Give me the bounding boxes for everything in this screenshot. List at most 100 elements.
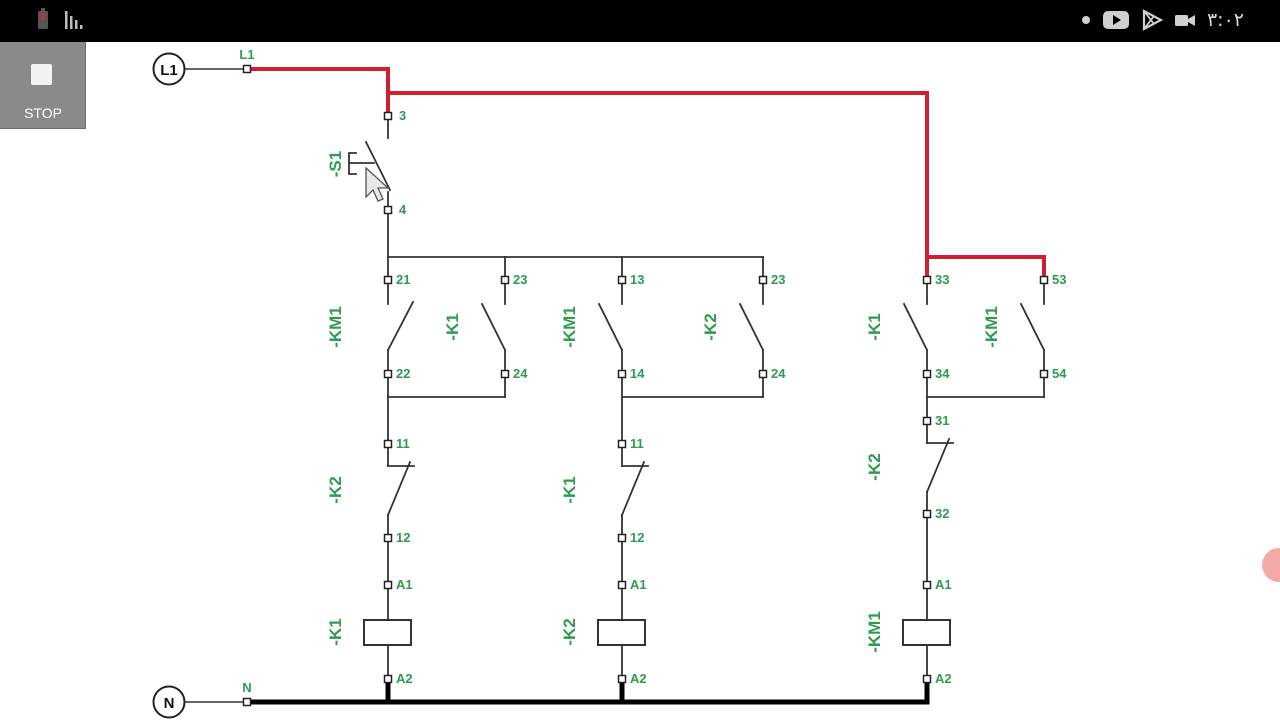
b1-k2-top-label: 11 [396, 436, 410, 451]
b1-k2-device-label: -K2 [326, 476, 345, 503]
status-time: ۳:۰۲ [1206, 9, 1244, 31]
terminal [1039, 275, 1049, 285]
b1-coil-top-label: A1 [396, 577, 413, 592]
terminal [242, 64, 252, 74]
video-camera-icon [1174, 15, 1195, 26]
coil-km1 [902, 619, 951, 646]
stop-button[interactable]: STOP [0, 42, 86, 129]
k1-33-34-blade [902, 302, 929, 352]
terminal [922, 416, 932, 426]
b2-km1-top-label: 13 [630, 272, 644, 287]
coil-k2 [597, 619, 646, 646]
b1-km1-device-label: -KM1 [326, 306, 345, 348]
terminal [383, 674, 393, 684]
terminal [617, 275, 627, 285]
terminal [617, 533, 627, 543]
b1-k1-device-label: -K1 [443, 313, 462, 340]
km1-13-14-blade [597, 302, 624, 352]
b2-coil-bottom-label: A2 [630, 671, 647, 686]
k1-23-24-blade [480, 302, 507, 352]
b2-k1-device-label: -K1 [560, 476, 579, 503]
terminal [758, 369, 768, 379]
b3-k1-top-label: 33 [935, 272, 949, 287]
dot-icon [1081, 16, 1090, 24]
signal-icon [65, 11, 83, 29]
s1-pushbutton-actuator [348, 152, 375, 175]
b2-km1-device-label: -KM1 [560, 306, 579, 348]
battery-icon [38, 8, 48, 29]
b1-km1-top-label: 21 [396, 272, 410, 287]
contact-symbols [348, 140, 1046, 646]
neutral-rail [244, 676, 930, 705]
terminals [242, 64, 1049, 707]
terminal [500, 275, 510, 285]
b3-km1-top-label: 53 [1052, 272, 1066, 287]
status-bar: ۳:۰۲ [0, 0, 1280, 42]
b1-k1-top-label: 23 [513, 272, 527, 287]
terminal [383, 369, 393, 379]
b3-k2-top-label: 31 [935, 413, 949, 428]
terminal [922, 509, 932, 519]
l1-terminal-label: L1 [239, 47, 254, 62]
km1-21-22-blade [386, 300, 415, 352]
terminal [1039, 369, 1049, 379]
terminal [617, 369, 627, 379]
terminal [383, 111, 393, 121]
youtube-icon [1102, 11, 1129, 29]
l1-supply-label: L1 [160, 62, 178, 79]
b3-k1-bottom-label: 34 [935, 366, 950, 381]
b2-coil-top-label: A1 [630, 577, 647, 592]
s1-top-terminal-label: 3 [399, 108, 406, 123]
b2-k1-bottom-label: 12 [630, 530, 644, 545]
terminal [758, 275, 768, 285]
terminal [383, 439, 393, 449]
n-supply-symbol [152, 685, 186, 719]
terminal [500, 369, 510, 379]
floating-record-bubble[interactable] [1262, 548, 1280, 582]
b1-coil-device-label: -K1 [326, 618, 345, 645]
b3-coil-top-label: A1 [935, 577, 952, 592]
l1-supply-symbol [152, 52, 186, 86]
s1-contact-blade [364, 140, 392, 192]
s1-device-label: -S1 [326, 151, 345, 177]
mouse-pointer-icon [365, 166, 390, 202]
terminal [922, 674, 932, 684]
control-wires [387, 115, 1045, 680]
terminal [383, 275, 393, 285]
stop-icon [31, 64, 52, 85]
b1-coil-bottom-label: A2 [396, 671, 413, 686]
n-supply-label: N [164, 695, 175, 712]
km1-53-54-blade [1019, 302, 1046, 352]
b3-k2-bottom-label: 32 [935, 506, 949, 521]
status-bar-right: ۳:۰۲ [1081, 9, 1244, 31]
terminal [922, 275, 932, 285]
terminal [617, 674, 627, 684]
b2-km1-bottom-label: 14 [630, 366, 645, 381]
stop-button-label: STOP [24, 105, 62, 121]
terminal [383, 205, 393, 215]
terminal [242, 697, 252, 707]
n-terminal-label: N [242, 680, 251, 695]
coil-k1 [363, 619, 412, 646]
b1-k2-bottom-label: 12 [396, 530, 410, 545]
b2-k1-top-label: 11 [630, 436, 644, 451]
b1-k1-bottom-label: 24 [513, 366, 528, 381]
k2-31-32-blade [925, 437, 951, 494]
live-wires [245, 67, 1046, 282]
b2-k2-bottom-label: 24 [771, 366, 786, 381]
status-bar-left [36, 8, 84, 30]
b3-k2-device-label: -K2 [865, 453, 884, 480]
play-store-icon [1142, 9, 1163, 31]
terminal [383, 580, 393, 590]
b3-km1-device-label: -KM1 [982, 306, 1001, 348]
k2-11-12-blade [386, 460, 412, 517]
b3-coil-bottom-label: A2 [935, 671, 952, 686]
b2-k2-device-label: -K2 [701, 313, 720, 340]
b2-k2-top-label: 23 [771, 272, 785, 287]
b3-k1-device-label: -K1 [865, 313, 884, 340]
terminal [922, 369, 932, 379]
b1-km1-bottom-label: 22 [396, 366, 410, 381]
terminal [617, 580, 627, 590]
b3-coil-device-label: -KM1 [865, 611, 884, 653]
